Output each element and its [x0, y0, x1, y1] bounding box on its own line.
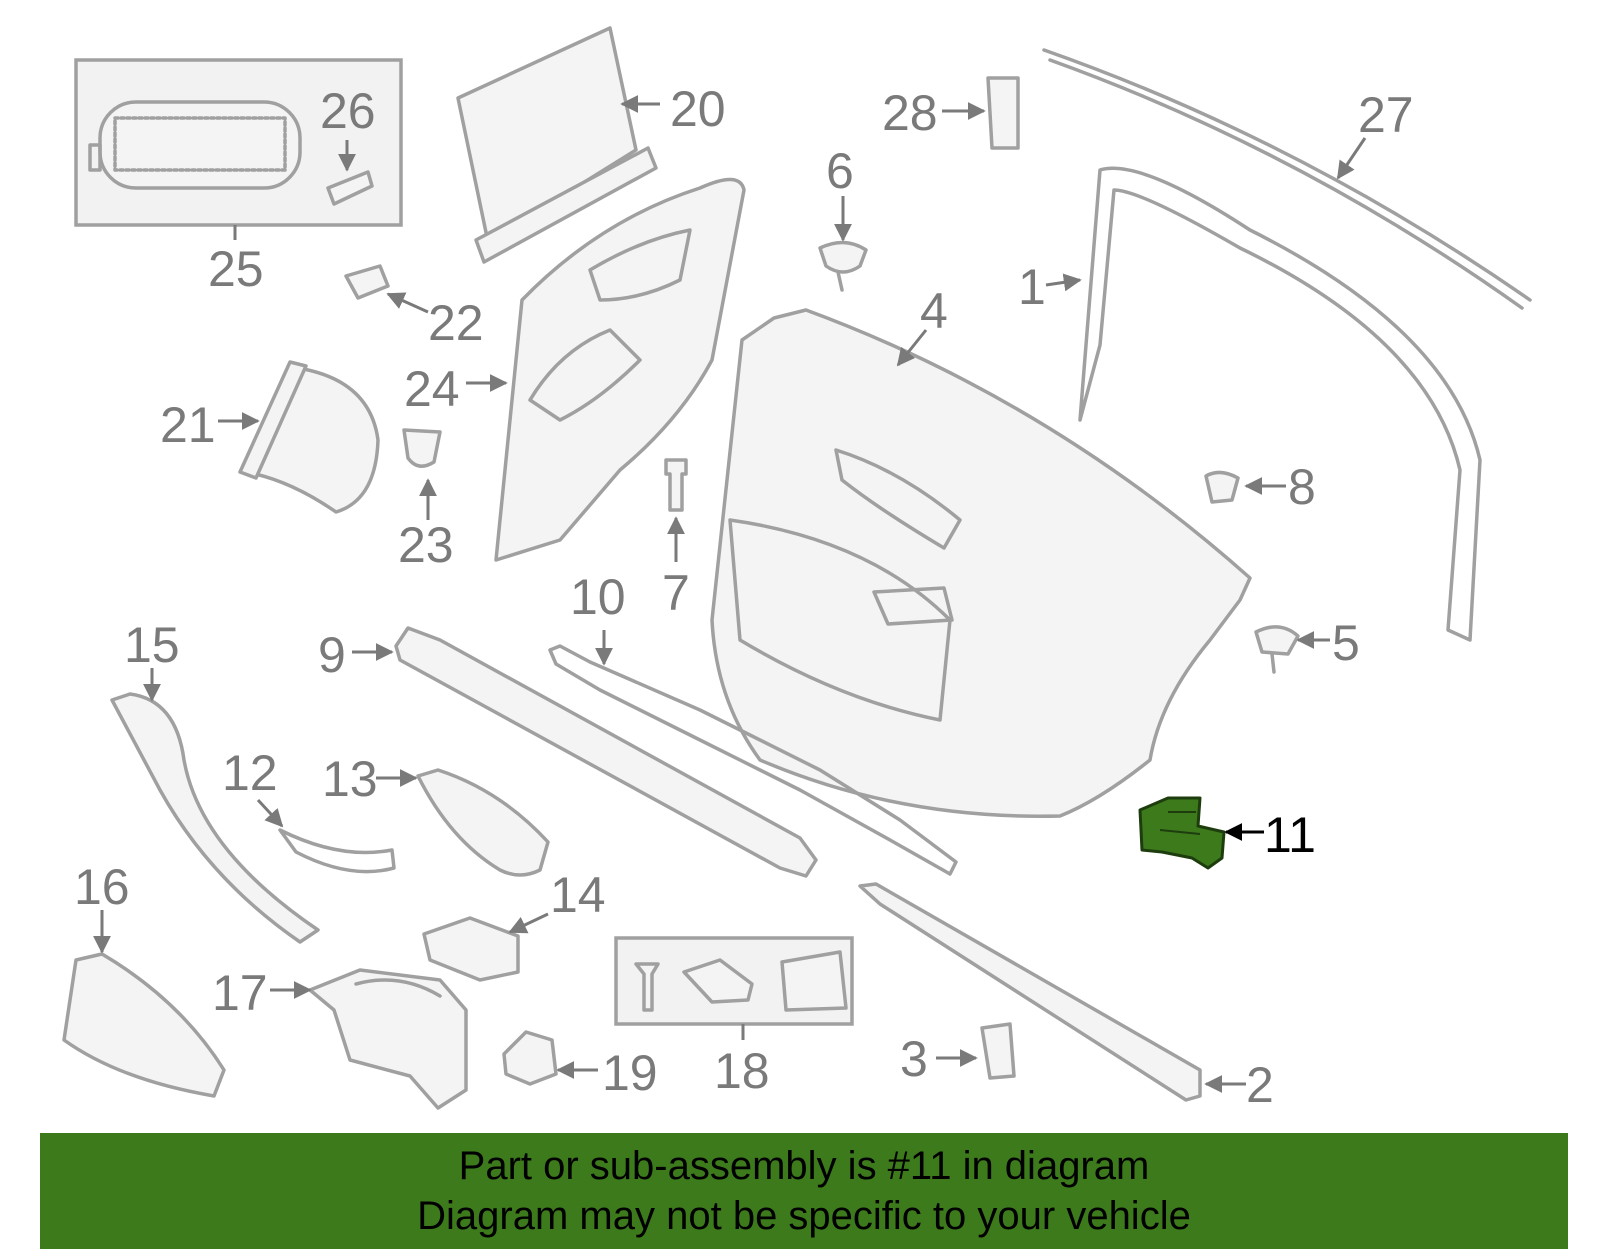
callout-24: 24: [404, 361, 460, 417]
callout-12: 12: [222, 745, 278, 801]
part-18-box[interactable]: [614, 936, 854, 1026]
callout-2: 2: [1246, 1057, 1274, 1113]
callout-8: 8: [1288, 459, 1316, 515]
info-banner: Part or sub-assembly is #11 in diagram D…: [40, 1133, 1568, 1249]
part-22-clip[interactable]: [344, 264, 390, 300]
callout-15: 15: [124, 617, 180, 673]
callout-17: 17: [212, 965, 268, 1021]
callout-5: 5: [1332, 615, 1360, 671]
part-3-clip[interactable]: [980, 1022, 1016, 1080]
part-7-screw[interactable]: [664, 458, 688, 512]
callout-28: 28: [882, 85, 938, 141]
part-10-wire[interactable]: [548, 644, 958, 876]
part-17-console[interactable]: [308, 968, 468, 1110]
callout-9: 9: [318, 627, 346, 683]
part-24-panel-carrier[interactable]: [494, 177, 746, 562]
callout-26: 26: [320, 83, 376, 139]
callout-11: 11: [1264, 807, 1316, 863]
part-2-lower-strip[interactable]: [858, 882, 1202, 1102]
part-11-highlighted[interactable]: [1138, 796, 1226, 870]
callout-1: 1: [1018, 259, 1046, 315]
part-14-switch[interactable]: [422, 916, 520, 982]
part-23-plug[interactable]: [402, 428, 442, 468]
part-15-handle[interactable]: [110, 692, 320, 944]
part-8-clip[interactable]: [1204, 470, 1240, 504]
callout-19: 19: [602, 1045, 658, 1101]
part-6-clip[interactable]: [818, 240, 868, 292]
part-9-trim-strip[interactable]: [394, 626, 818, 878]
part-4-door-trim-panel[interactable]: [710, 308, 1252, 818]
callout-13: 13: [322, 751, 378, 807]
callout-23: 23: [398, 517, 454, 573]
banner-line-2: Diagram may not be specific to your vehi…: [417, 1194, 1191, 1238]
callout-25: 25: [208, 241, 264, 297]
callout-10: 10: [570, 569, 626, 625]
callout-14: 14: [550, 867, 606, 923]
callout-27: 27: [1358, 87, 1414, 143]
callout-16: 16: [74, 859, 130, 915]
callout-20: 20: [670, 81, 726, 137]
part-26-pin[interactable]: [326, 170, 374, 206]
callout-18: 18: [714, 1043, 770, 1099]
part-5-clip[interactable]: [1254, 625, 1300, 674]
part-21-speaker[interactable]: [238, 360, 380, 514]
part-27-weatherstrip[interactable]: [1042, 48, 1532, 310]
callout-21: 21: [160, 397, 216, 453]
callout-3: 3: [900, 1031, 928, 1087]
part-16-trim[interactable]: [62, 952, 226, 1098]
part-12-trim[interactable]: [278, 828, 396, 874]
callout-6: 6: [826, 143, 854, 199]
part-13-handle-cover[interactable]: [416, 768, 550, 877]
callout-4: 4: [920, 283, 948, 339]
part-1-frame-seal[interactable]: [1078, 166, 1482, 642]
callout-22: 22: [428, 295, 484, 351]
part-19-switch[interactable]: [502, 1030, 558, 1086]
part-28-clip[interactable]: [986, 76, 1020, 150]
part-20-sunshade[interactable]: [456, 26, 658, 264]
callout-7: 7: [662, 565, 690, 621]
banner-line-1: Part or sub-assembly is #11 in diagram: [458, 1144, 1150, 1188]
